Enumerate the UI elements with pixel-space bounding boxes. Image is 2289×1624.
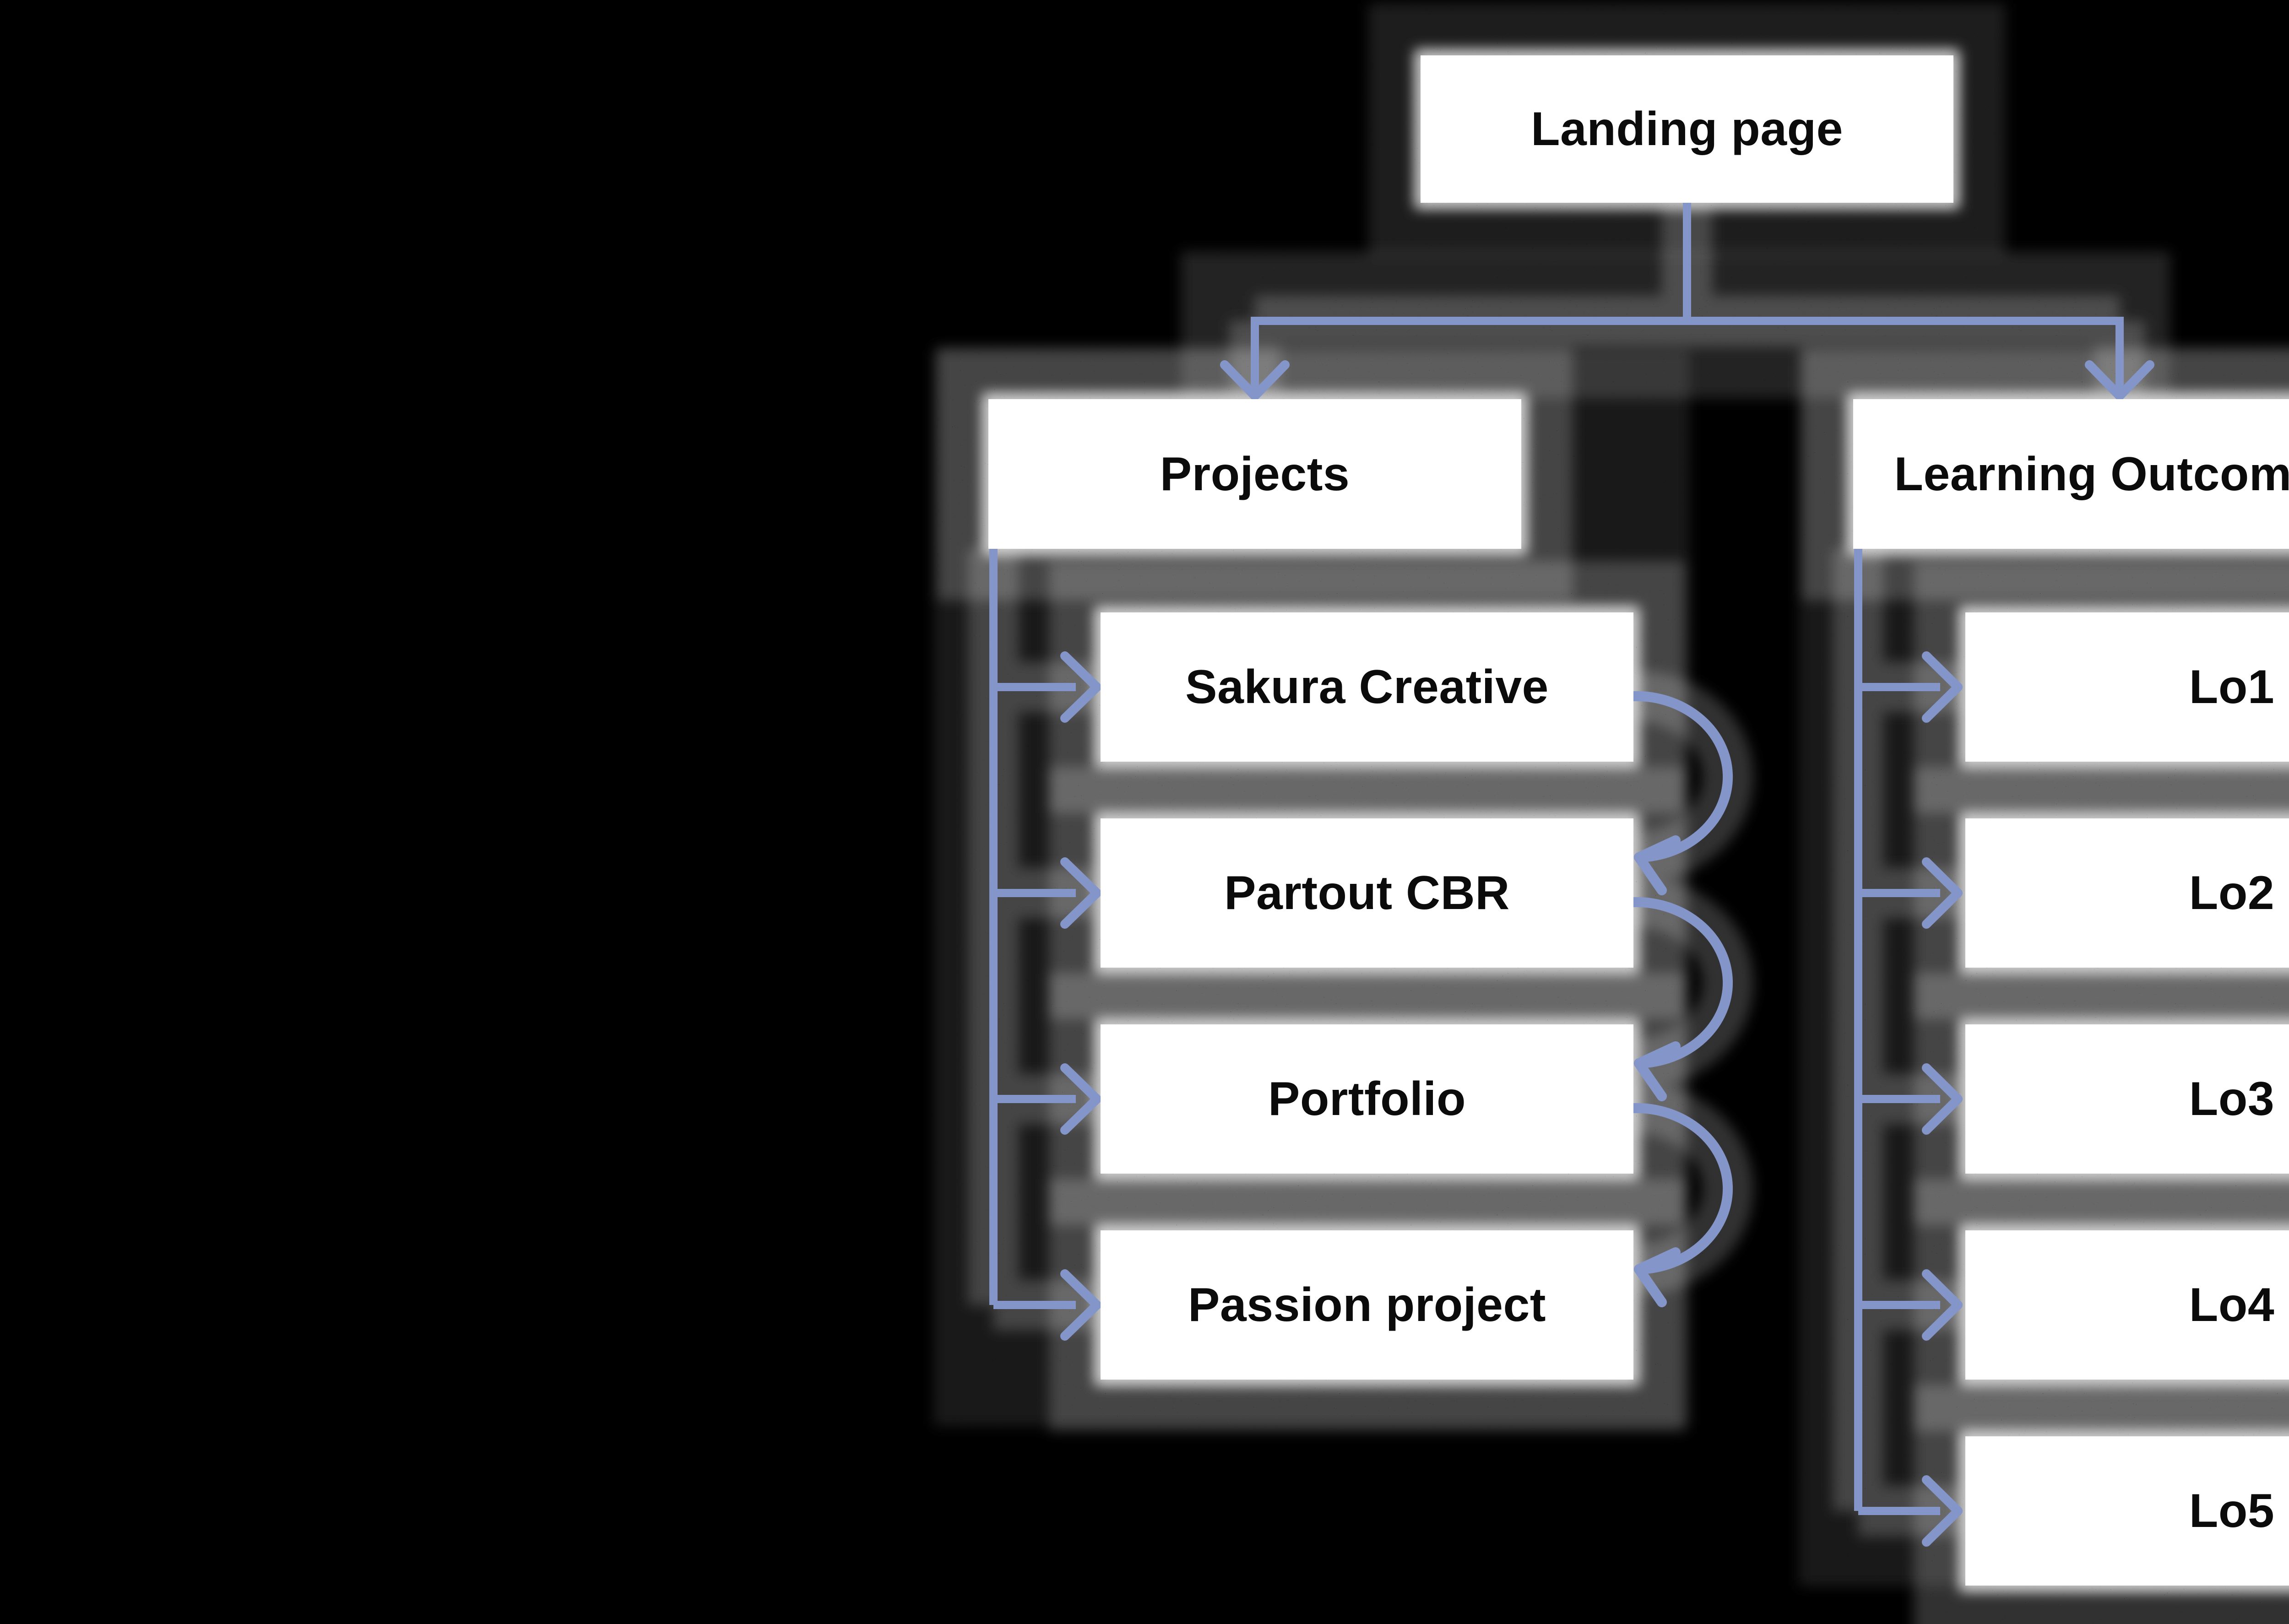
node-portfolio[interactable]: Portfolio <box>1101 1024 1633 1174</box>
node-projects[interactable]: Projects <box>988 399 1521 549</box>
connector-stubs-outcomes <box>1858 683 1940 1515</box>
sibling-arcs-projects <box>1628 691 1733 1307</box>
arrowhead-down-projects <box>1220 360 1290 401</box>
connector-layer <box>989 203 2154 1547</box>
node-learning-outcomes[interactable]: Learning Outcomes <box>1853 399 2289 549</box>
glow-layer <box>934 4 2289 1624</box>
node-lo3[interactable]: Lo3 <box>1965 1024 2289 1174</box>
connector-trunk <box>1251 317 2124 390</box>
node-sakura-creative[interactable]: Sakura Creative <box>1101 612 1633 762</box>
arrowheads-right-projects <box>1060 651 1101 1341</box>
node-lo2[interactable]: Lo2 <box>1965 818 2289 968</box>
node-partout-cbr[interactable]: Partout CBR <box>1101 818 1633 968</box>
node-lo5[interactable]: Lo5 <box>1965 1436 2289 1586</box>
node-landing-page[interactable]: Landing page <box>1421 55 1953 203</box>
node-lo1[interactable]: Lo1 <box>1965 612 2289 762</box>
node-lo4[interactable]: Lo4 <box>1965 1230 2289 1380</box>
arrowheads-right-outcomes <box>1922 651 1963 1547</box>
connector-stubs-projects <box>993 683 1076 1309</box>
node-passion-project[interactable]: Passion project <box>1101 1230 1633 1380</box>
arrowhead-down-outcomes <box>2085 360 2154 401</box>
